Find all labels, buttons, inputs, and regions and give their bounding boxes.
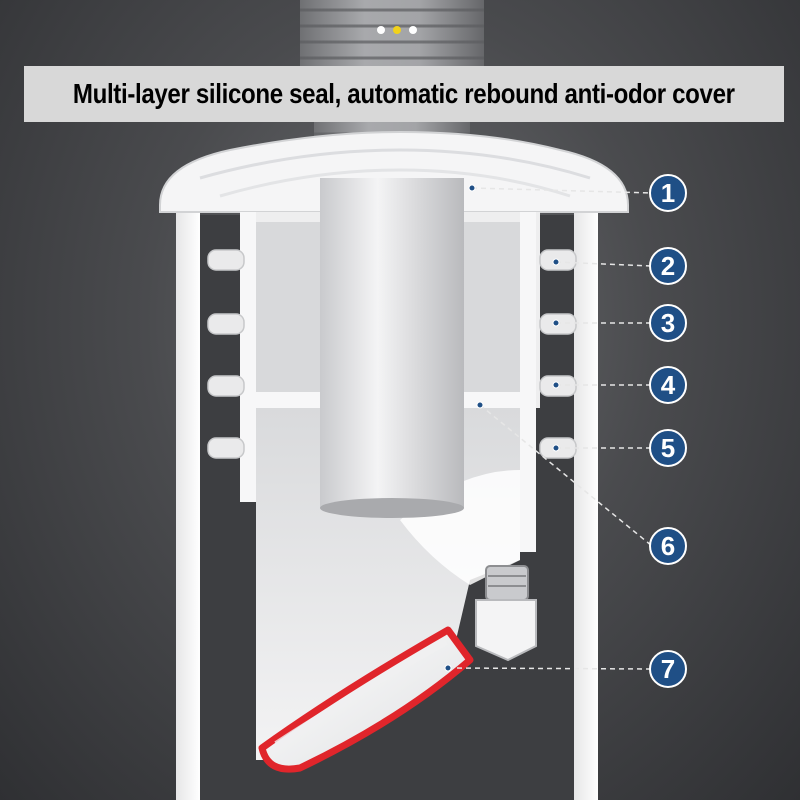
top-flange-cover	[159, 130, 629, 213]
callout-4-number: 4	[661, 370, 676, 400]
rebound-flap	[258, 626, 474, 773]
callout-3: 3	[649, 304, 687, 342]
callout-7-number: 7	[661, 654, 675, 684]
page-title: Multi-layer silicone seal, automatic reb…	[73, 78, 735, 109]
callout-2: 2	[649, 247, 687, 285]
callout-4: 4	[649, 366, 687, 404]
hinge-fitting	[475, 565, 537, 662]
callout-5: 5	[649, 429, 687, 467]
seal-rings-left	[207, 249, 245, 459]
callout-2-number: 2	[661, 251, 675, 281]
callout-6-number: 6	[661, 531, 675, 561]
callout-1-number: 1	[661, 178, 675, 208]
drain-tube	[320, 178, 464, 518]
callout-5-number: 5	[661, 433, 675, 463]
callout-7: 7	[649, 650, 687, 688]
callout-1: 1	[649, 174, 687, 212]
callout-anchor-dots	[444, 184, 560, 672]
indicator-lights	[377, 26, 417, 34]
callout-3-number: 3	[661, 308, 675, 338]
callout-6: 6	[649, 527, 687, 565]
callout-leaders	[447, 187, 653, 670]
title-banner: Multi-layer silicone seal, automatic reb…	[24, 66, 784, 122]
